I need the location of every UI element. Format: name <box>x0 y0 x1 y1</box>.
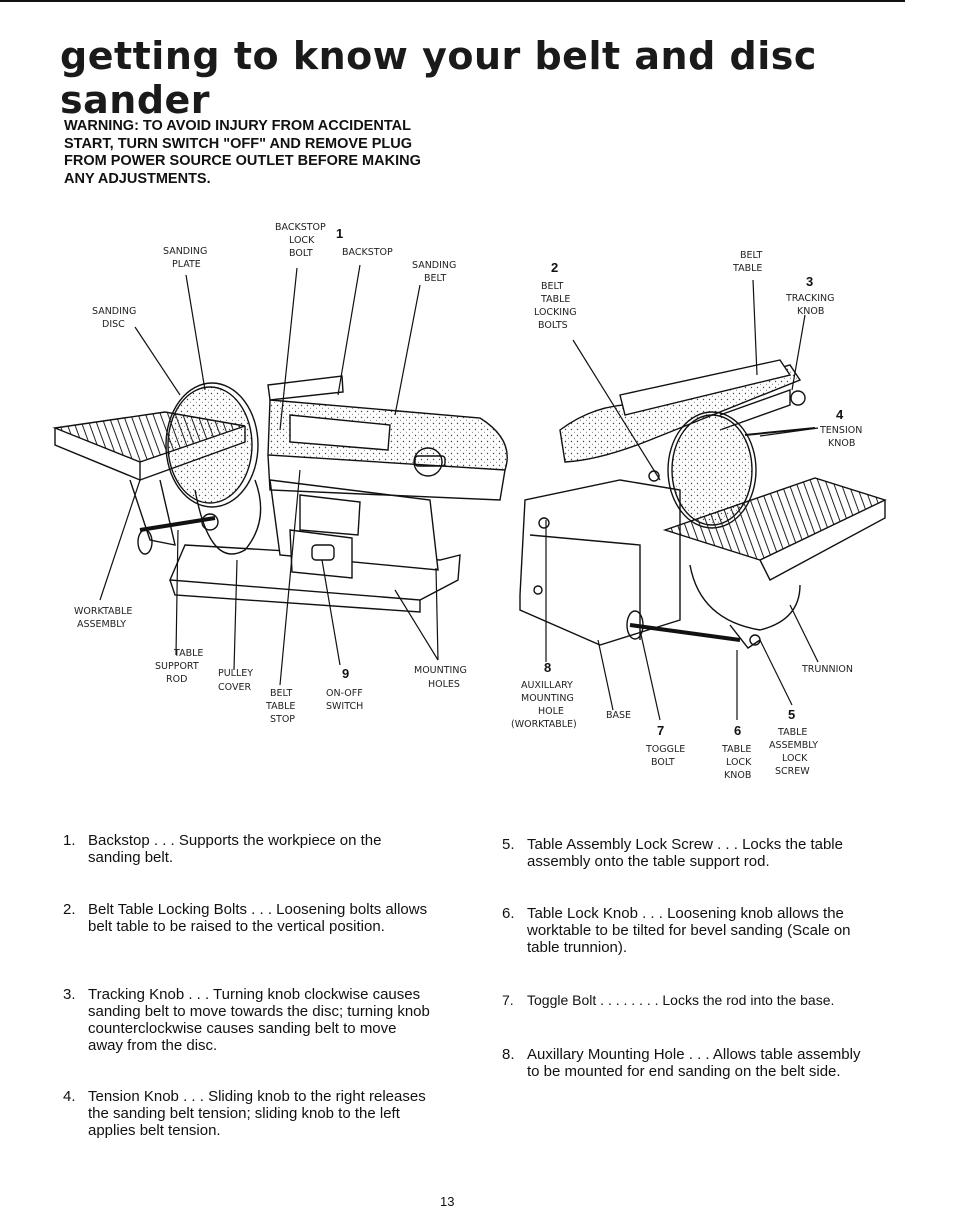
list-item: 4. Tension Knob . . . Sliding knob to th… <box>63 1088 433 1139</box>
list-item-text: Table Assembly Lock Screw . . . Locks th… <box>527 836 843 870</box>
label-belt-table-locking-bolts-2: TABLE <box>540 294 570 305</box>
list-item-text: Auxillary Mounting Hole . . . Allows tab… <box>527 1046 861 1080</box>
label-table-lock-knob-2: LOCK <box>726 757 752 768</box>
label-tension-knob-1: TENSION <box>819 425 862 436</box>
right-labels: 2 BELT TABLE LOCKING BOLTS BELT TABLE 3 … <box>511 250 862 781</box>
label-table-assembly-lock-screw-3: LOCK <box>782 753 808 764</box>
label-table-support-rod-3: ROD <box>166 674 187 685</box>
label-table-assembly-lock-screw-2: ASSEMBLY <box>769 740 818 751</box>
label-tension-knob-2: KNOB <box>828 438 855 449</box>
label-belt-table-2: TABLE <box>732 263 762 274</box>
label-worktable-assembly-2: ASSEMBLY <box>77 619 126 630</box>
list-item-number: 5. <box>502 836 515 853</box>
callout-1: 1 <box>336 226 343 241</box>
callout-4: 4 <box>836 407 844 422</box>
label-worktable-assembly-1: WORKTABLE <box>74 606 132 617</box>
list-item-number: 8. <box>502 1046 515 1063</box>
label-belt-table-stop-3: STOP <box>270 714 295 725</box>
label-table-lock-knob-3: KNOB <box>724 770 751 781</box>
list-item-text: Table Lock Knob . . . Loosening knob all… <box>527 905 851 956</box>
label-belt-table-stop-2: TABLE <box>265 701 295 712</box>
label-pulley-cover-2: COVER <box>218 682 251 693</box>
left-labels: BACKSTOP LOCK BOLT 1 BACKSTOP SANDING PL… <box>74 222 467 725</box>
callout-8: 8 <box>544 660 551 675</box>
left-leader-lines <box>99 264 439 686</box>
label-belt-table-locking-bolts-1: BELT <box>541 281 564 292</box>
label-sanding-plate-2: PLATE <box>172 259 201 270</box>
list-item-number: 4. <box>63 1088 76 1105</box>
label-on-off-switch-2: SWITCH <box>326 701 363 712</box>
list-item-text: Belt Table Locking Bolts . . . Loosening… <box>88 901 428 935</box>
label-auxillary-mounting-hole-1: AUXILLARY <box>521 680 573 691</box>
label-belt-table-stop-1: BELT <box>270 688 293 699</box>
label-tracking-knob-2: KNOB <box>797 306 824 317</box>
sander-illustration: BACKSTOP LOCK BOLT 1 BACKSTOP SANDING PL… <box>52 222 887 781</box>
label-table-lock-knob-1: TABLE <box>721 744 751 755</box>
left-sander-drawing <box>52 375 508 613</box>
label-belt-table-1: BELT <box>740 250 763 261</box>
label-table-support-rod-1: TABLE <box>173 648 203 659</box>
label-sanding-disc-2: DISC <box>102 319 125 330</box>
list-item-number: 3. <box>63 986 76 1003</box>
page-title: getting to know your belt and disc sande… <box>60 34 817 122</box>
label-toggle-bolt-1: TOGGLE <box>645 744 685 755</box>
callout-5: 5 <box>788 707 795 722</box>
warning-text: WARNING: TO AVOID INJURY FROM ACCIDENTAL… <box>64 118 421 187</box>
list-item: 3. Tracking Knob . . . Turning knob cloc… <box>63 986 433 1054</box>
label-backstop-lock-bolt-1: BACKSTOP <box>275 222 326 233</box>
list-item-text: Tension Knob . . . Sliding knob to the r… <box>88 1088 426 1139</box>
label-base: BASE <box>606 710 631 721</box>
callout-6: 6 <box>734 723 741 738</box>
label-auxillary-mounting-hole-4: (WORKTABLE) <box>511 719 577 730</box>
list-item-number: 1. <box>63 832 76 849</box>
label-table-assembly-lock-screw-4: SCREW <box>775 766 810 777</box>
label-mounting-holes-1: MOUNTING <box>414 665 467 676</box>
right-leader-lines <box>545 279 819 721</box>
label-backstop: BACKSTOP <box>342 247 393 258</box>
list-item-text: Toggle Bolt . . . . . . . . Locks the ro… <box>527 992 835 1008</box>
label-toggle-bolt-2: BOLT <box>651 757 675 768</box>
list-item-number: 7. <box>502 992 514 1008</box>
list-item: 1. Backstop . . . Supports the workpiece… <box>63 832 433 866</box>
callout-2: 2 <box>551 260 558 275</box>
label-sanding-disc-1: SANDING <box>92 306 136 317</box>
label-pulley-cover-1: PULLEY <box>218 668 253 679</box>
label-on-off-switch-1: ON-OFF <box>326 688 363 699</box>
list-item-text: Tracking Knob . . . Turning knob clockwi… <box>88 986 430 1054</box>
list-item-text: Backstop . . . Supports the workpiece on… <box>88 832 382 866</box>
list-item-number: 2. <box>63 901 76 918</box>
label-belt-table-locking-bolts-3: LOCKING <box>534 307 577 318</box>
label-backstop-lock-bolt-3: BOLT <box>289 248 313 259</box>
list-item: 8. Auxillary Mounting Hole . . . Allows … <box>502 1046 875 1080</box>
label-sanding-plate-1: SANDING <box>163 246 207 257</box>
label-auxillary-mounting-hole-2: MOUNTING <box>521 693 574 704</box>
label-mounting-holes-2: HOLES <box>428 679 460 690</box>
label-sanding-belt-2: BELT <box>424 273 447 284</box>
label-auxillary-mounting-hole-3: HOLE <box>538 706 564 717</box>
label-sanding-belt-1: SANDING <box>412 260 456 271</box>
list-item: 5. Table Assembly Lock Screw . . . Locks… <box>502 836 875 870</box>
label-belt-table-locking-bolts-4: BOLTS <box>538 320 568 331</box>
top-rule <box>0 0 905 2</box>
label-table-support-rod-2: SUPPORT <box>155 661 199 672</box>
callout-7: 7 <box>657 723 664 738</box>
callout-9: 9 <box>342 666 349 681</box>
page-number: 13 <box>440 1194 455 1209</box>
list-item: 6. Table Lock Knob . . . Loosening knob … <box>502 905 875 956</box>
right-sander-drawing <box>519 359 887 649</box>
list-item-number: 6. <box>502 905 515 922</box>
label-tracking-knob-1: TRACKING <box>785 293 834 304</box>
label-backstop-lock-bolt-2: LOCK <box>289 235 315 246</box>
list-item: 7. Toggle Bolt . . . . . . . . Locks the… <box>502 992 882 1009</box>
label-table-assembly-lock-screw-1: TABLE <box>777 727 807 738</box>
list-item: 2. Belt Table Locking Bolts . . . Loosen… <box>63 901 433 935</box>
label-trunnion: TRUNNION <box>801 664 853 675</box>
callout-3: 3 <box>806 274 813 289</box>
